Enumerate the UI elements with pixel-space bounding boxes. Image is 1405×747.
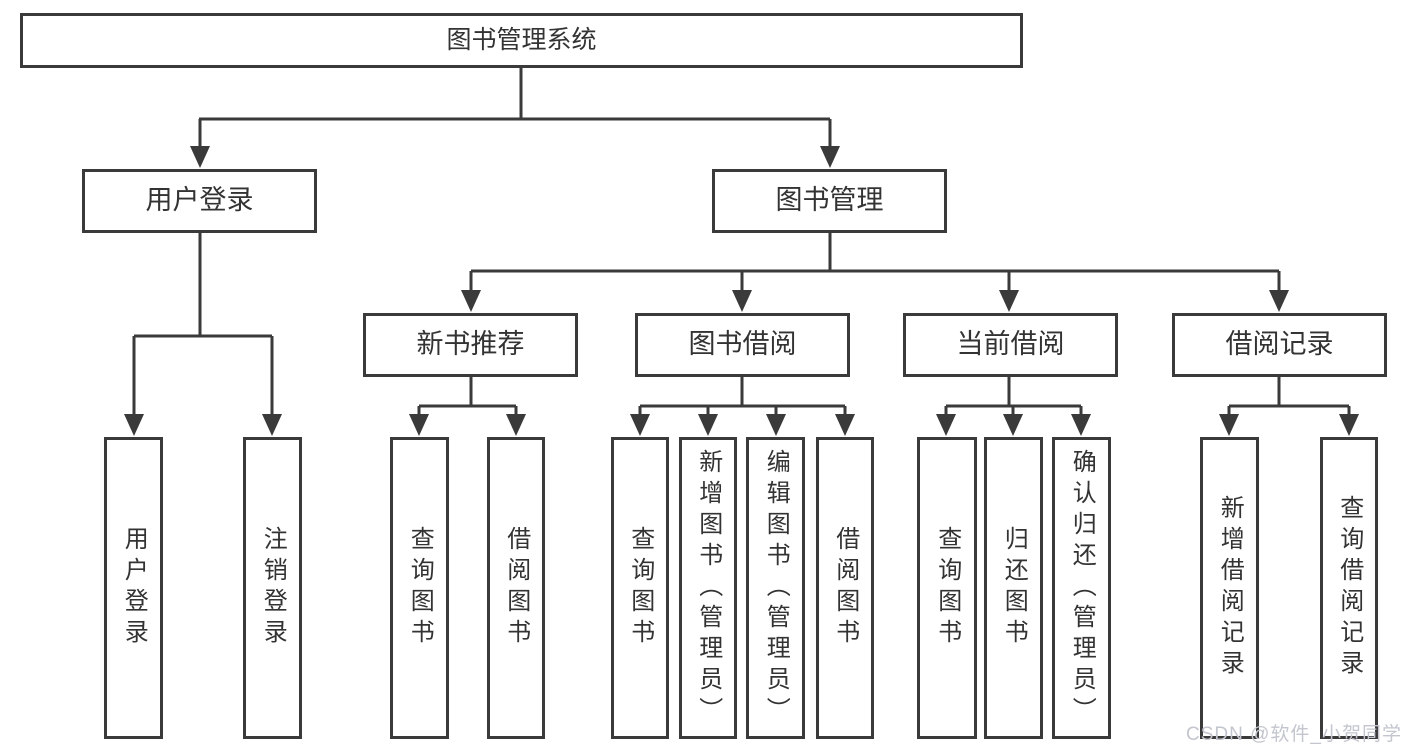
node-leaf-user-login: 用户登录 bbox=[104, 437, 163, 739]
node-root: 图书管理系统 bbox=[20, 13, 1023, 68]
node-leaf-add-books-admin: 新增图书（管理员） bbox=[679, 437, 737, 739]
node-book-borrowing: 图书借阅 bbox=[635, 313, 850, 377]
node-leaf-query-borrow-record: 查询借阅记录 bbox=[1320, 437, 1378, 739]
node-leaf-borrow-books-borrowing: 借阅图书 bbox=[816, 437, 874, 739]
node-user-login: 用户登录 bbox=[82, 169, 317, 233]
node-book-management: 图书管理 bbox=[712, 169, 947, 233]
node-new-book-recommend: 新书推荐 bbox=[363, 313, 578, 377]
node-leaf-logout: 注销登录 bbox=[243, 437, 302, 739]
connector-paths bbox=[132, 68, 1351, 415]
node-leaf-confirm-return-admin: 确认归还（管理员） bbox=[1052, 437, 1111, 739]
node-current-borrowing: 当前借阅 bbox=[903, 313, 1118, 377]
node-borrowing-records: 借阅记录 bbox=[1172, 313, 1387, 377]
node-leaf-borrow-books-recommend: 借阅图书 bbox=[487, 437, 545, 739]
node-leaf-edit-books-admin: 编辑图书（管理员） bbox=[746, 437, 805, 739]
node-leaf-query-books-recommend: 查询图书 bbox=[390, 437, 449, 739]
node-leaf-query-books-current: 查询图书 bbox=[917, 437, 977, 739]
arrow-heads bbox=[124, 146, 1359, 436]
node-leaf-add-borrow-record: 新增借阅记录 bbox=[1200, 437, 1259, 739]
node-leaf-query-books-borrowing: 查询图书 bbox=[611, 437, 669, 739]
node-leaf-return-books: 归还图书 bbox=[984, 437, 1043, 739]
csdn-watermark: CSDN @软件_小贺同学 bbox=[1186, 724, 1402, 745]
